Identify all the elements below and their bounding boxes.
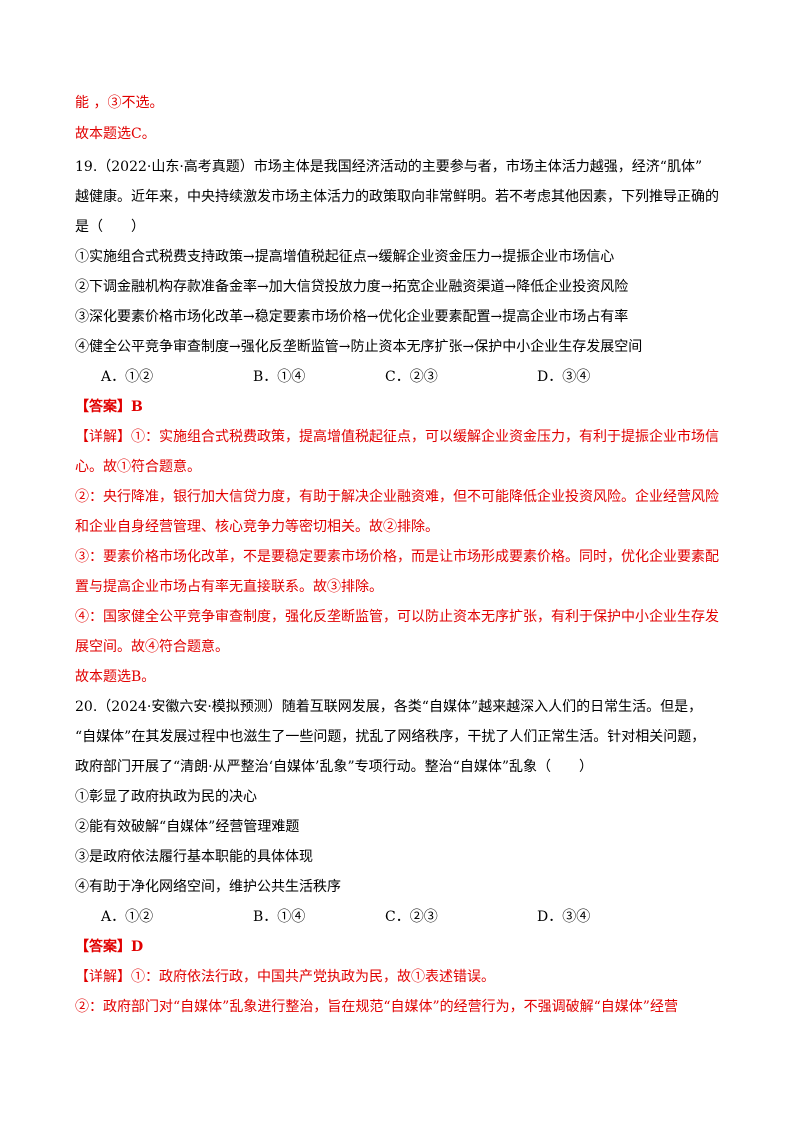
q19-stem-line-1: 19.（2022·山东·高考真题）市场主体是我国经济活动的主要参与者，市场主体活… (75, 159, 703, 175)
q20-stem-line-3: 政府部门开展了“清朗·从严整治‘自媒体’乱象”专项行动。整治“自媒体”乱象（ ） (75, 759, 593, 775)
q20-answer: 【答案】D (75, 939, 144, 955)
q20-option-a: A．①② (101, 909, 154, 925)
q19-stem-line-3: 是（ ） (75, 219, 145, 235)
q19-analysis-line-3: ②：央行降准，银行加大信贷力度，有助于解决企业融资难，但不可能降低企业投资风险。… (75, 489, 719, 505)
q19-analysis-line-6: 置与提高企业市场占有率无直接联系。故③排除。 (75, 579, 383, 595)
prev-conclusion: 故本题选C。 (75, 126, 156, 142)
q20-stem-line-2: “自媒体”在其发展过程中也滋生了一些问题，扰乱了网络秩序，干扰了人们正常生活。针… (75, 729, 706, 745)
q20-option-d: D．③④ (537, 909, 591, 925)
prev-analysis-tail: 能 ，③不选。 (75, 95, 164, 111)
q20-option-c: C．②③ (385, 909, 438, 925)
q19-analysis-line-5: ③：要素价格市场化改革，不是要稳定要素市场价格，而是让市场形成要素价格。同时，优… (75, 549, 719, 565)
q19-answer: 【答案】B (75, 399, 143, 415)
q19-option-a: A．①② (101, 369, 154, 385)
q19-analysis-line-4: 和企业自身经营管理、核心竞争力等密切相关。故②排除。 (75, 519, 439, 535)
q19-option-d: D．③④ (537, 369, 591, 385)
q20-analysis-line-1: 【详解】①：政府依法行政，中国共产党执政为民，故①表述错误。 (75, 969, 495, 985)
q19-stem-line-2: 越健康。近年来，中央持续激发市场主体活力的政策取向非常鲜明。若不考虑其他因素，下… (75, 189, 719, 205)
q19-analysis-line-7: ④：国家健全公平竞争审查制度，强化反垄断监管，可以防止资本无序扩张，有利于保护中… (75, 609, 719, 625)
q20-analysis-line-2: ②：政府部门对“自媒体”乱象进行整治，旨在规范“自媒体”的经营行为，不强调破解“… (75, 999, 678, 1015)
q20-item-2: ②能有效破解“自媒体”经营管理难题 (75, 819, 300, 835)
q20-options: A．①② B．①④ C．②③ D．③④ (75, 907, 725, 927)
q19-item-1: ①实施组合式税费支持政策→提高增值税起征点→缓解企业资金压力→提振企业市场信心 (75, 249, 615, 265)
q19-conclusion: 故本题选B。 (75, 669, 156, 685)
q19-option-b: B．①④ (253, 369, 306, 385)
q19-item-2: ②下调金融机构存款准备金率→加大信贷投放力度→拓宽企业融资渠道→降低企业投资风险 (75, 279, 629, 295)
q20-item-3: ③是政府依法履行基本职能的具体体现 (75, 849, 313, 865)
q19-item-3: ③深化要素价格市场化改革→稳定要素市场价格→优化企业要素配置→提高企业市场占有率 (75, 309, 629, 325)
q20-option-b: B．①④ (253, 909, 306, 925)
q20-item-4: ④有助于净化网络空间，维护公共生活秩序 (75, 879, 341, 895)
q19-item-4: ④健全公平竞争审查制度→强化反垄断监管→防止资本无序扩张→保护中小企业生存发展空… (75, 339, 643, 355)
q20-stem-line-1: 20.（2024·安徽六安·模拟预测）随着互联网发展，各类“自媒体”越来越深入人… (75, 699, 703, 715)
q19-options: A．①② B．①④ C．②③ D．③④ (75, 367, 725, 387)
q20-item-1: ①彰显了政府执政为民的决心 (75, 789, 257, 805)
q19-analysis-line-8: 展空间。故④符合题意。 (75, 639, 229, 655)
q19-option-c: C．②③ (385, 369, 438, 385)
q19-analysis-line-1: 【详解】①：实施组合式税费政策，提高增值税起征点，可以缓解企业资金压力，有利于提… (75, 429, 719, 445)
q19-analysis-line-2: 心。故①符合题意。 (75, 459, 201, 475)
